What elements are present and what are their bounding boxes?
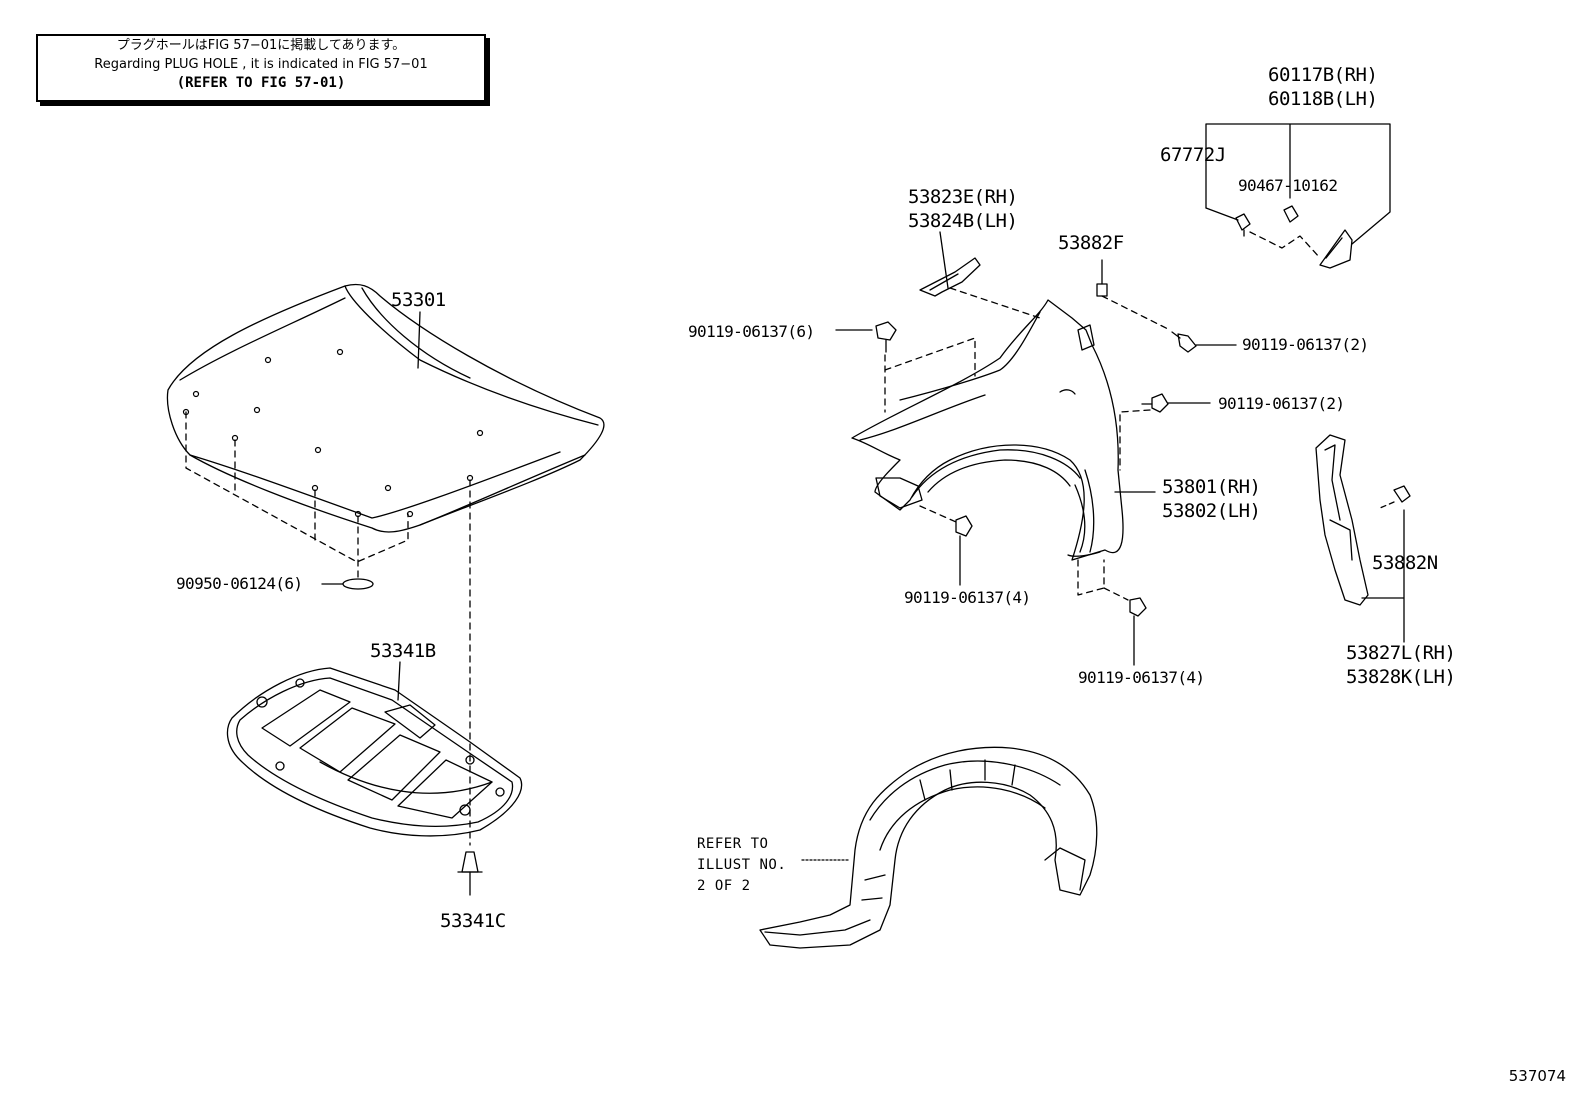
label-insulator-clip[interactable]: 53341C bbox=[440, 910, 506, 932]
label-liner-refer-2[interactable]: ILLUST NO. bbox=[697, 857, 787, 873]
label-liner-refer-3[interactable]: 2 OF 2 bbox=[697, 878, 751, 894]
clip-90467 bbox=[1283, 205, 1299, 223]
label-bolt-mid-right[interactable]: 90119-06137(2) bbox=[1218, 394, 1345, 413]
hole-plug bbox=[342, 578, 374, 590]
figure-number: 537074 bbox=[1508, 1067, 1566, 1085]
note-line-refer: (REFER TO FIG 57-01) bbox=[176, 75, 346, 91]
insulator-clip bbox=[457, 851, 483, 896]
retainer-53882f bbox=[1096, 283, 1108, 297]
label-cover-rh[interactable]: 60117B(RH) bbox=[1268, 64, 1378, 86]
label-seal-53827-rh[interactable]: 53827L(RH) bbox=[1346, 642, 1456, 664]
label-bolt-fender-top[interactable]: 90119-06137(6) bbox=[688, 322, 815, 341]
label-hood[interactable]: 53301 bbox=[391, 289, 446, 311]
flange-bolt-top-right bbox=[1171, 331, 1197, 353]
flange-bolt-mid-right bbox=[1141, 393, 1169, 413]
fender-leader-lines bbox=[884, 287, 1171, 601]
note-line-jp: プラグホールはFIG 57−01に掲載してあります。 bbox=[116, 38, 406, 53]
flange-bolt-rear-lower bbox=[1129, 597, 1147, 666]
label-seal-lh[interactable]: 53824B(LH) bbox=[908, 210, 1018, 232]
fender-liner bbox=[759, 746, 1098, 949]
fender-to-cowl-seal bbox=[1315, 434, 1369, 606]
clip-53882n bbox=[1393, 485, 1411, 503]
label-seal-53828-lh[interactable]: 53828K(LH) bbox=[1346, 666, 1456, 688]
flange-bolt-top-left bbox=[875, 321, 897, 353]
label-seal-rh[interactable]: 53823E(RH) bbox=[908, 186, 1018, 208]
label-bolt-front-lower[interactable]: 90119-06137(4) bbox=[904, 588, 1031, 607]
label-clip-90467[interactable]: 90467-10162 bbox=[1238, 176, 1338, 195]
hood-leader-lines bbox=[185, 411, 471, 846]
fender-seal bbox=[919, 257, 981, 297]
fender-panel bbox=[851, 299, 1124, 561]
hood-insulator bbox=[226, 667, 523, 837]
label-cover-lh[interactable]: 60118B(LH) bbox=[1268, 88, 1378, 110]
note-line-en: Regarding PLUG HOLE , it is indicated in… bbox=[94, 57, 428, 72]
screw-67772j bbox=[1235, 213, 1251, 237]
flange-bolt-front-lower bbox=[955, 515, 973, 586]
seal-label-leader bbox=[939, 231, 949, 289]
reference-note: プラグホールはFIG 57−01に掲載してあります。 Regarding PLU… bbox=[36, 34, 486, 102]
label-bolt-top-right[interactable]: 90119-06137(2) bbox=[1242, 335, 1369, 354]
cover-bracket bbox=[1205, 123, 1391, 245]
seal-bracket bbox=[1361, 509, 1405, 643]
insulator-label-leader bbox=[397, 661, 401, 701]
hood-label-leader bbox=[417, 311, 421, 369]
mudguard-cover bbox=[1319, 229, 1353, 269]
label-hood-hole-plug[interactable]: 90950-06124(6) bbox=[176, 574, 303, 593]
hood-panel bbox=[166, 283, 605, 533]
label-clip-67772[interactable]: 67772J bbox=[1160, 144, 1226, 166]
label-hood-insulator[interactable]: 53341B bbox=[370, 640, 436, 662]
label-fender-rh[interactable]: 53801(RH) bbox=[1162, 476, 1261, 498]
label-retainer[interactable]: 53882F bbox=[1058, 232, 1124, 254]
label-fender-lh[interactable]: 53802(LH) bbox=[1162, 500, 1261, 522]
label-liner-refer-1[interactable]: REFER TO bbox=[697, 836, 769, 852]
label-clip-53882n[interactable]: 53882N bbox=[1372, 552, 1438, 574]
label-bolt-rear-lower[interactable]: 90119-06137(4) bbox=[1078, 668, 1205, 687]
